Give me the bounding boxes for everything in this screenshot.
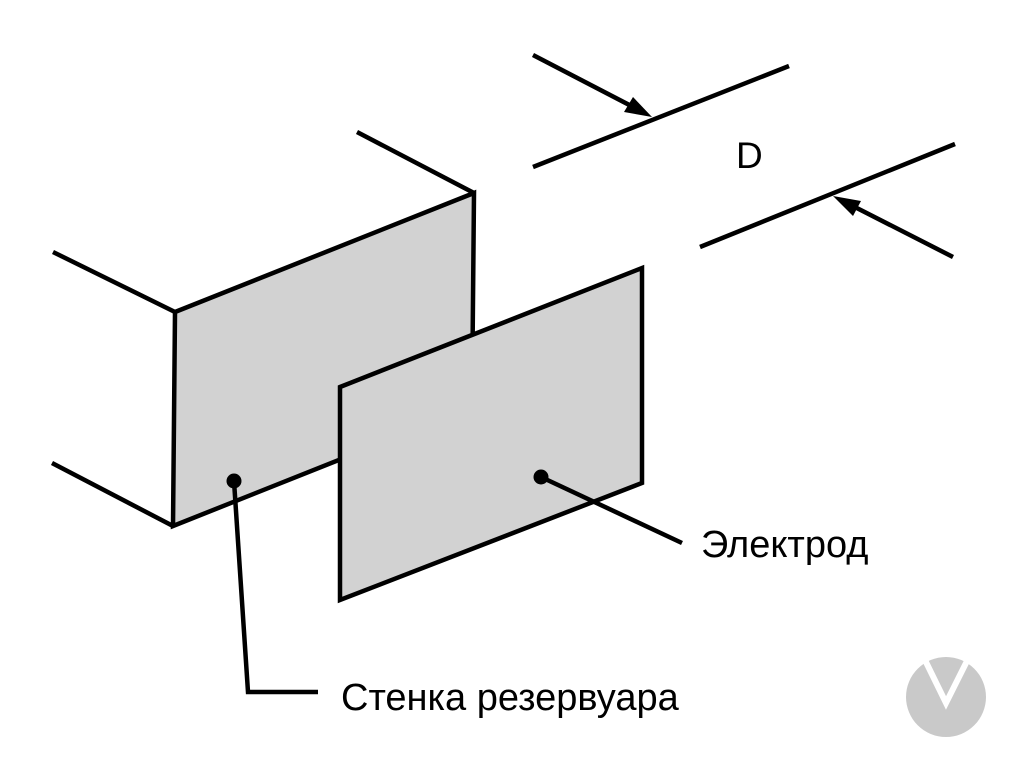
wall-label: Стенка резервуара [341,677,680,719]
electrode-leader-dot [533,469,549,485]
dimension-arrow-upper-shaft [531,53,643,113]
wall-leader-line [231,480,318,695]
dimension-line-upper [532,63,790,170]
electrode-label: Электрод [701,524,868,566]
dimension-arrow-lower-shaft [843,199,955,260]
watermark-logo [906,656,986,737]
wall-extension-line-bottom-left [50,461,175,528]
dimension-line-lower [699,141,956,250]
wall-extension-line-top-left [52,249,176,315]
electrode-leader-line [540,474,683,546]
dimension-arrow-lower-head [833,196,861,216]
wall-leader [226,473,318,695]
logo-v-icon [921,656,971,710]
dimension-arrow-upper [531,53,652,117]
wall-leader-dot [226,473,242,489]
electrode-plate [337,264,645,604]
dimension-arrow-upper-head [624,97,652,117]
dimension-arrow-lower [833,196,955,260]
dimension-label: D [736,135,763,176]
wall-extension-line-top-right [355,130,476,195]
electrode-leader [533,469,683,546]
